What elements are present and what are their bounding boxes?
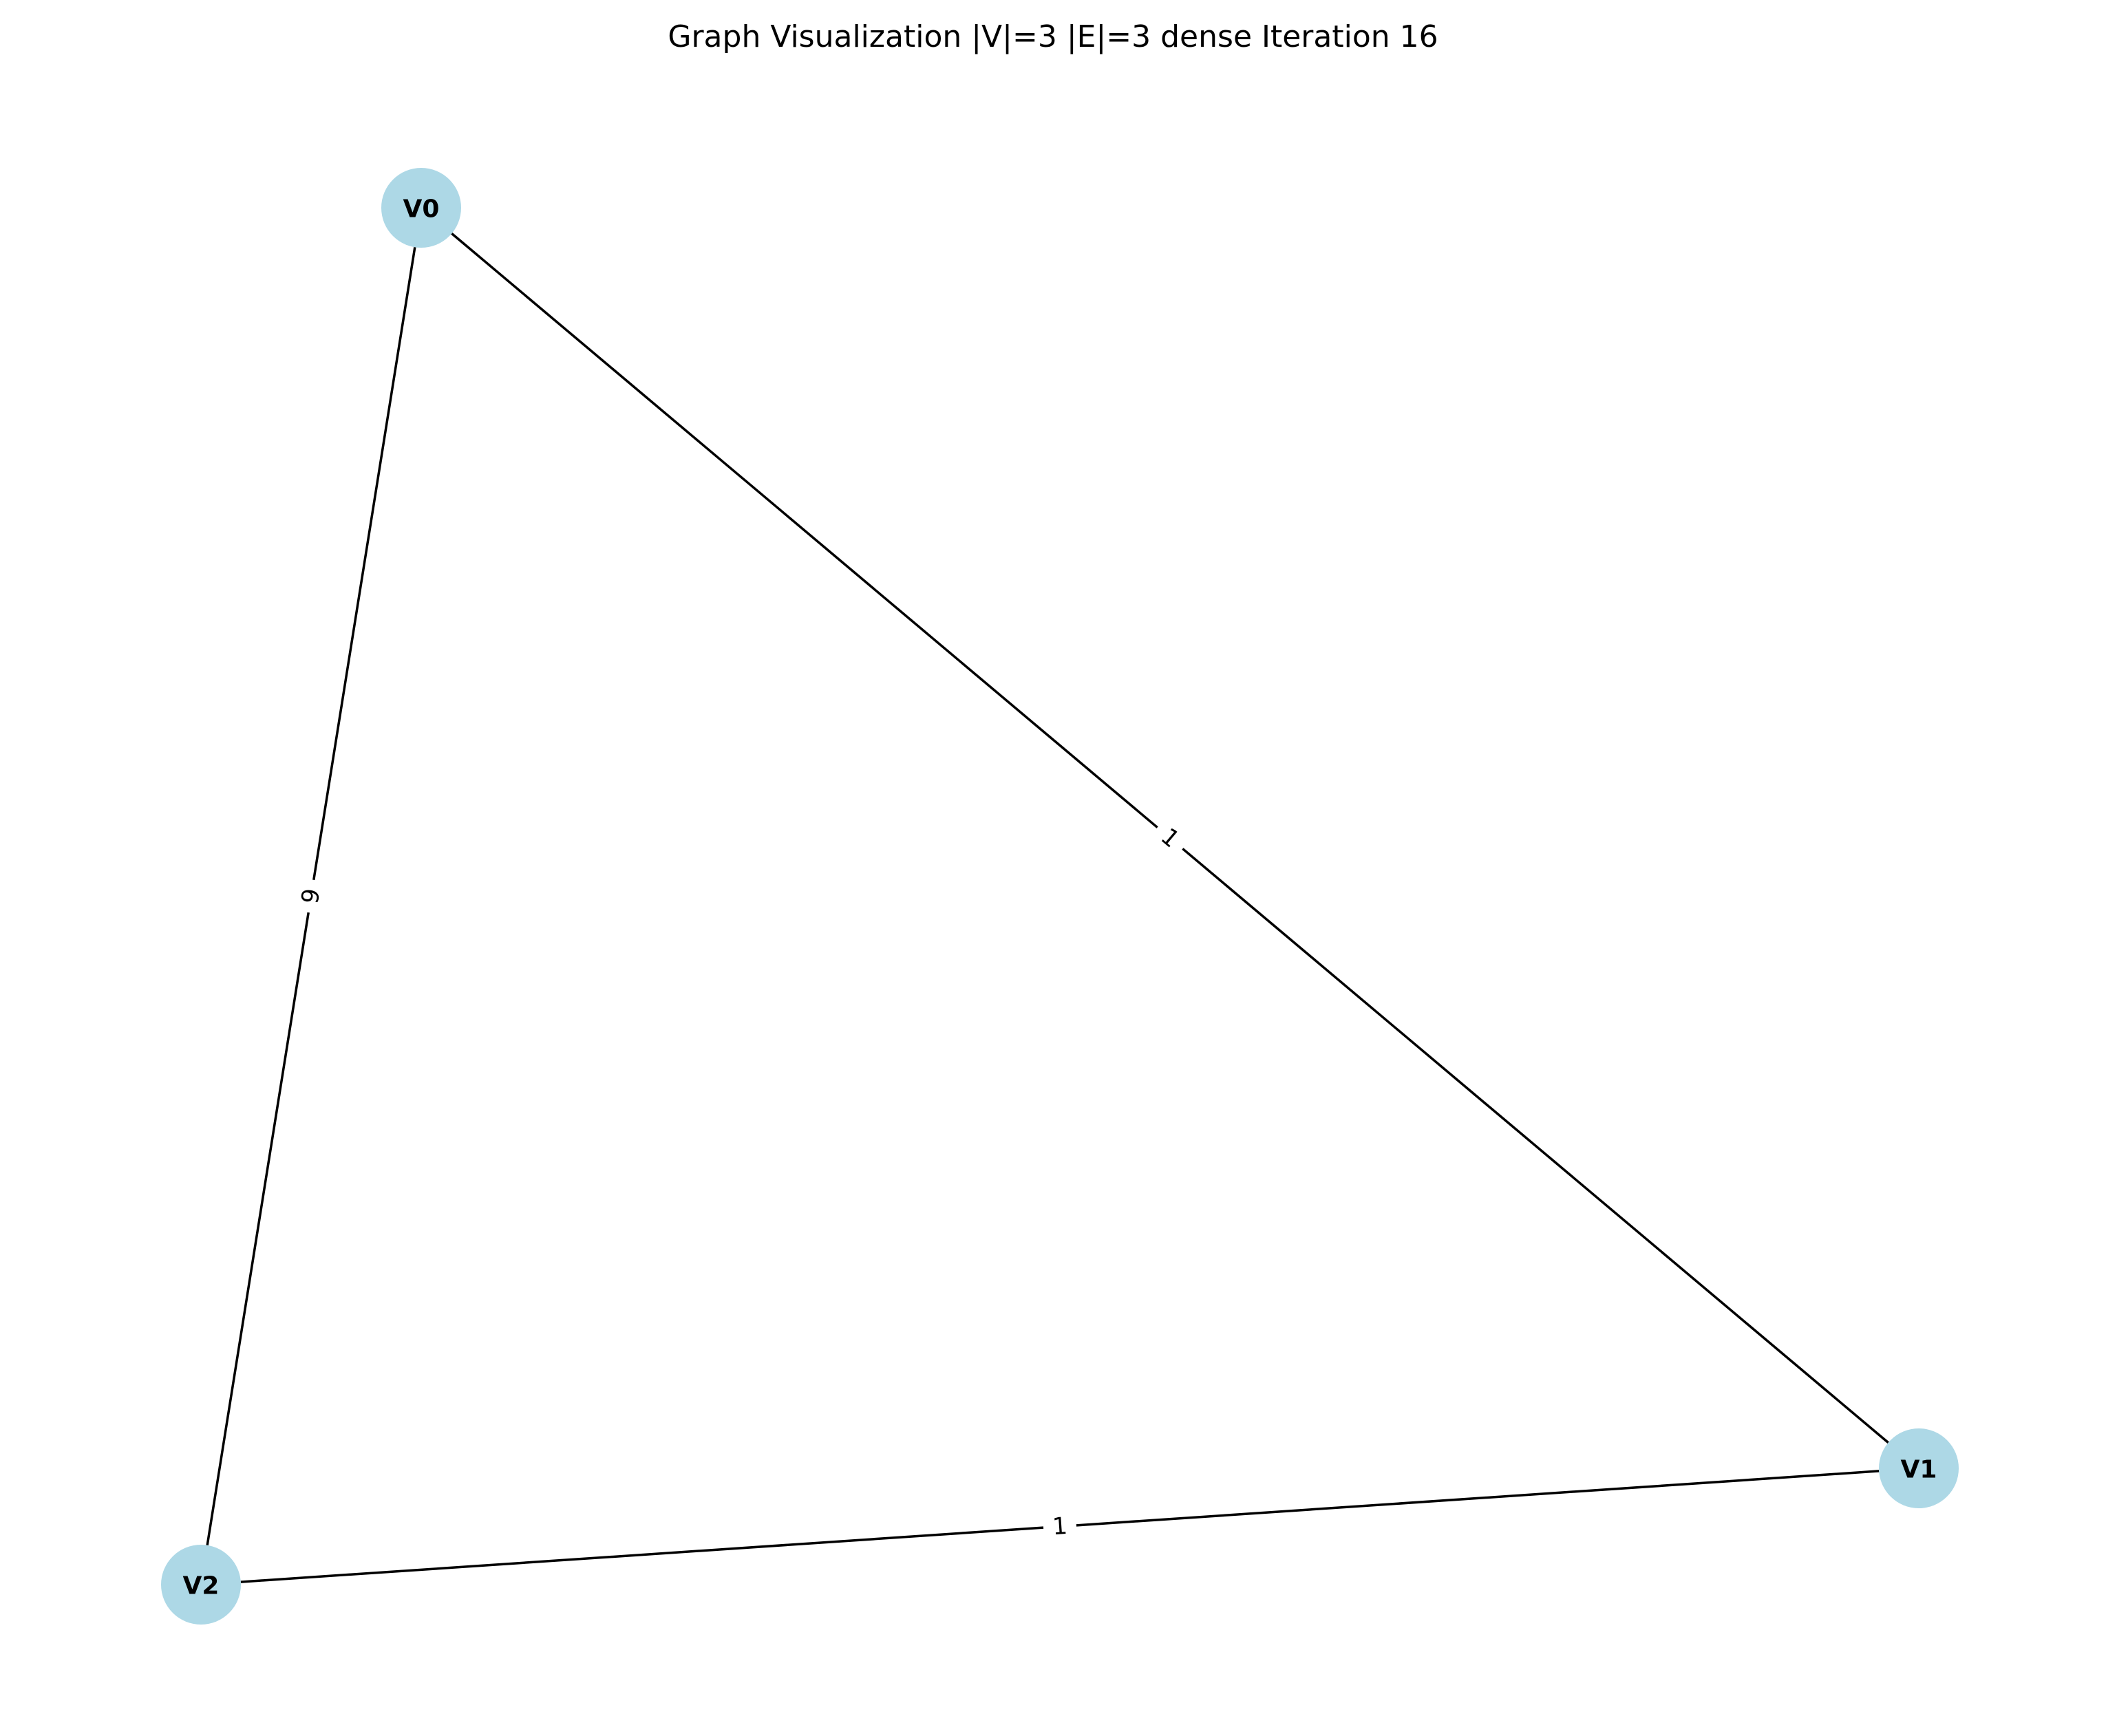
- edge-labels-layer: 9 1 1: [290, 813, 1195, 1546]
- edge-weight-label-bg: [1145, 813, 1195, 863]
- node-label: V1: [1901, 1456, 1937, 1484]
- edge-weight-label: 1: [1145, 813, 1195, 863]
- node-circle: [381, 168, 461, 248]
- edge-weight-text: 1: [1052, 1512, 1068, 1541]
- node-circle: [1879, 1428, 1959, 1508]
- node-v2: V2: [161, 1545, 241, 1625]
- edge-weight-label-bg: [290, 877, 332, 916]
- node-v1: V1: [1879, 1428, 1959, 1508]
- node-circle: [161, 1545, 241, 1625]
- node-label: V0: [403, 195, 440, 224]
- page-title: Graph Visualization |V|=3 |E|=3 dense It…: [668, 19, 1438, 54]
- edge-weight-label: 1: [1042, 1507, 1078, 1546]
- node-label: V2: [183, 1572, 220, 1600]
- edge-weight-label-bg: [1042, 1507, 1078, 1546]
- node-v0: V0: [381, 168, 461, 248]
- edge-weight-label: 9: [290, 877, 332, 916]
- edges-layer: [206, 233, 1889, 1583]
